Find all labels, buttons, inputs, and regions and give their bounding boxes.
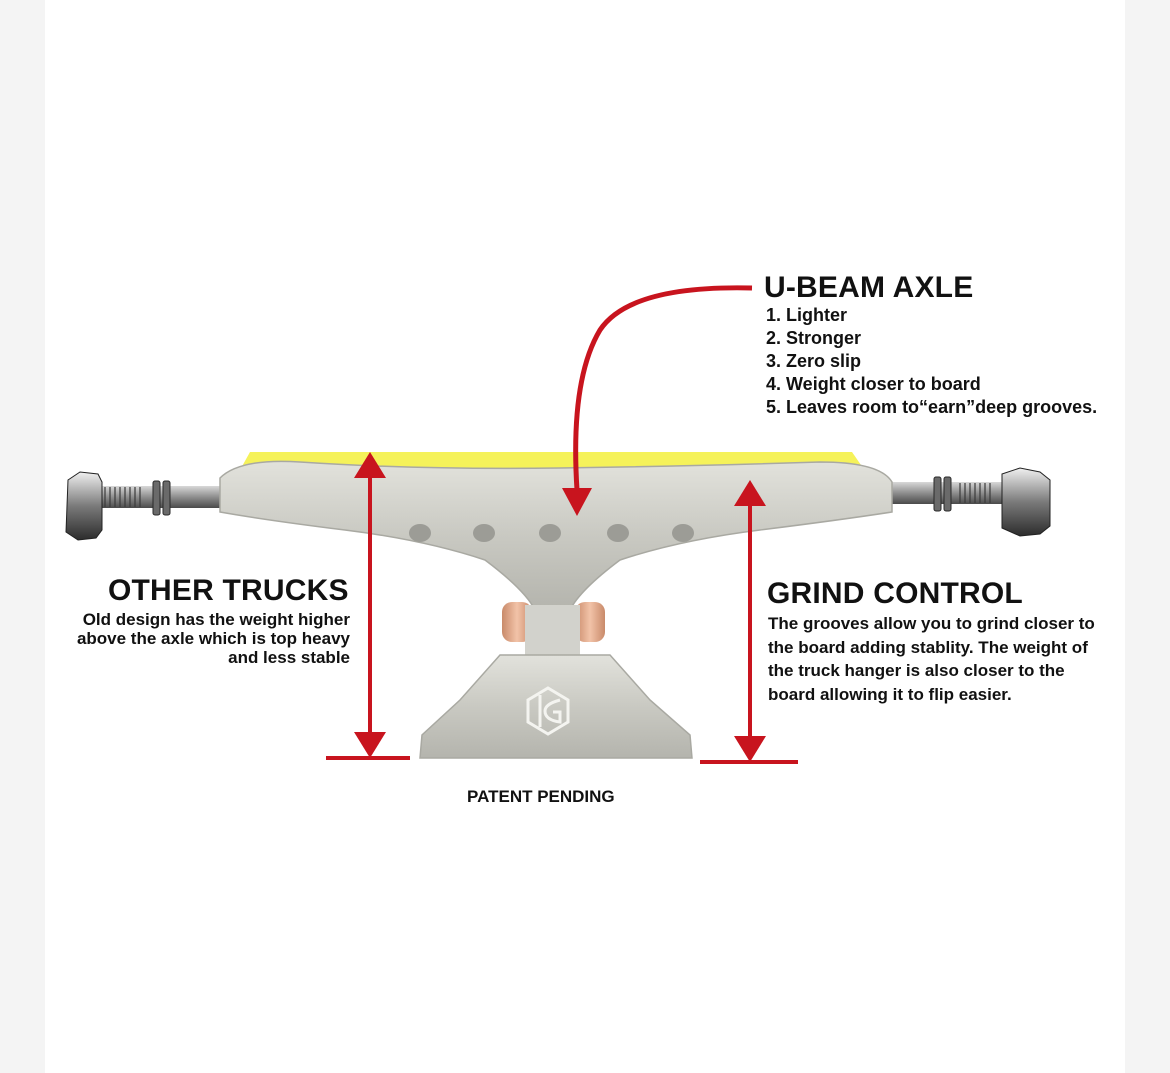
patent-pending-label: PATENT PENDING (467, 787, 615, 806)
list-item: 5. Leaves room to“earn”deep grooves. (766, 397, 1098, 417)
grind-control-arrow-down-head (734, 736, 766, 762)
list-item: 2. Stronger (766, 328, 862, 348)
truck-baseplate (419, 654, 693, 759)
axle-threads (104, 483, 991, 507)
list-item: 1. Lighter (766, 305, 848, 325)
left-nut (65, 471, 103, 541)
bushing-right (575, 602, 605, 642)
grind-control-description: The grooves allow you to grind closer to… (768, 614, 1095, 704)
list-item: 3. Zero slip (766, 351, 862, 371)
right-nut (1001, 467, 1051, 537)
u-beam-feature-list: 1. Lighter 2. Stronger 3. Zero slip 4. W… (766, 304, 1097, 419)
other-trucks-description: Old design has the weight higher above t… (76, 610, 350, 667)
other-trucks-arrow-up-head (354, 452, 386, 478)
u-beam-arrow-head (562, 488, 592, 516)
hanger-holes (409, 524, 694, 542)
other-trucks-arrow-down-head (354, 732, 386, 758)
red-arrows (326, 285, 798, 764)
list-item: 4. Weight closer to board (766, 374, 981, 394)
grind-control-arrow-up-head (734, 480, 766, 506)
kg-logo (526, 686, 570, 736)
bushing-left (502, 602, 532, 642)
washers (152, 476, 952, 516)
kingpin-neck (525, 605, 580, 655)
other-trucks-title: OTHER TRUCKS (108, 574, 349, 607)
u-beam-title: U-BEAM AXLE (764, 271, 974, 304)
u-beam-arrow (573, 285, 753, 491)
grind-control-title: GRIND CONTROL (767, 577, 1023, 610)
